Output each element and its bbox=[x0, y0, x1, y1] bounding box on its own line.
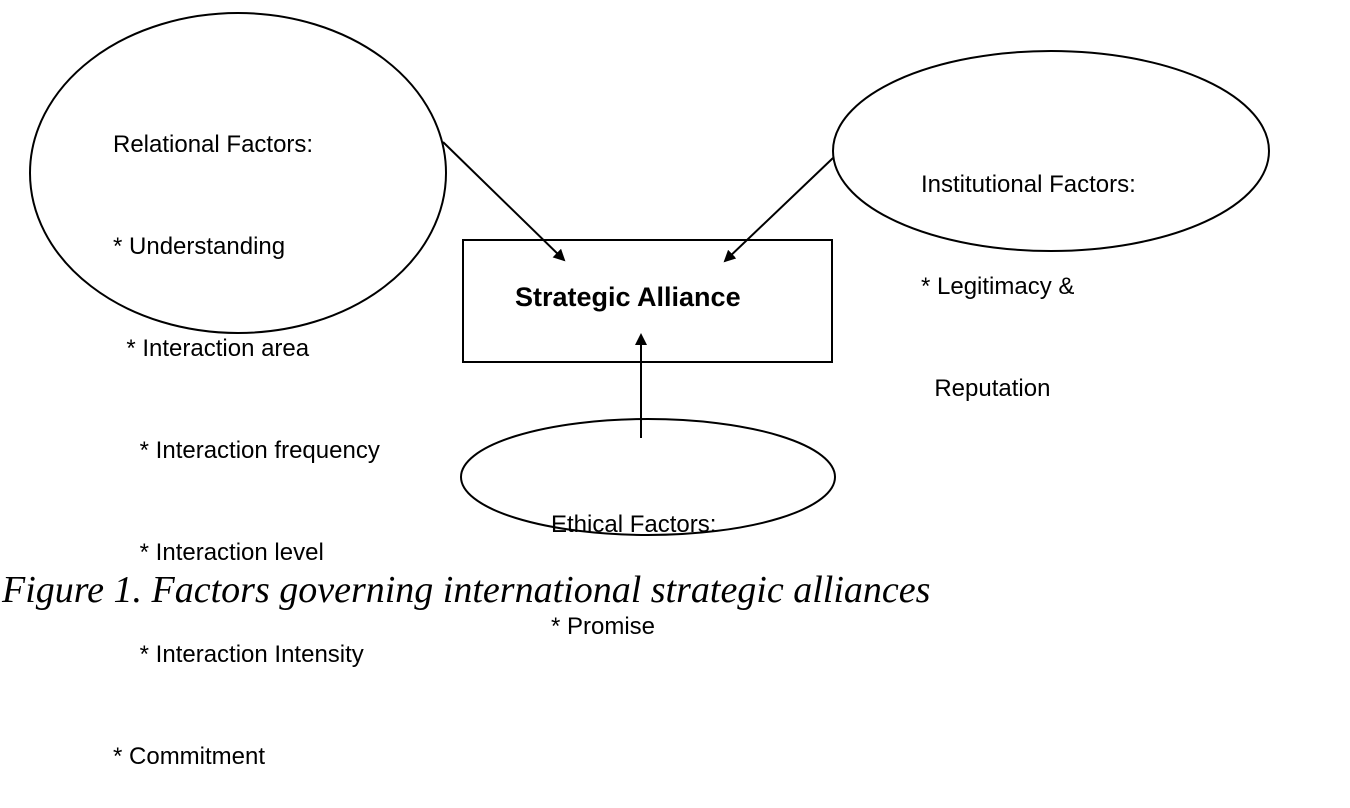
relational-item-commitment: * Commitment bbox=[113, 743, 266, 770]
relational-item-interaction-level: * Interaction level bbox=[113, 539, 324, 566]
diagram-canvas bbox=[29, 12, 1270, 536]
institutional-factors-title: Institutional Factors: bbox=[921, 171, 1136, 198]
ethical-item-promise: * Promise bbox=[551, 613, 656, 640]
strategic-alliance-box bbox=[462, 239, 833, 363]
relational-item-interaction-area: * Interaction area bbox=[113, 335, 310, 362]
relational-item-understanding: * Understanding bbox=[113, 233, 286, 260]
relational-item-interaction-frequency: * Interaction frequency bbox=[113, 437, 380, 464]
institutional-factors-text: Institutional Factors: * Legitimacy & Re… bbox=[921, 100, 1136, 440]
strategic-alliance-label: Strategic Alliance bbox=[515, 282, 741, 312]
relational-factors-ellipse bbox=[29, 12, 447, 334]
figure-caption: Figure 1. Factors governing internationa… bbox=[2, 569, 931, 611]
institutional-to-alliance-arrow bbox=[723, 157, 834, 263]
ethical-factors-ellipse bbox=[460, 418, 836, 536]
relational-factors-title: Relational Factors: bbox=[113, 131, 314, 158]
relational-item-interaction-intensity: * Interaction Intensity bbox=[113, 641, 364, 668]
institutional-item-reputation: Reputation bbox=[921, 375, 1051, 402]
ethical-factors-title: Ethical Factors: bbox=[551, 511, 717, 538]
institutional-item-legitimacy: * Legitimacy & bbox=[921, 273, 1075, 300]
institutional-factors-ellipse bbox=[832, 50, 1270, 252]
relational-factors-text: Relational Factors: * Understanding * In… bbox=[113, 60, 380, 808]
relational-to-alliance-arrow bbox=[442, 141, 566, 262]
ethical-factors-text: Ethical Factors: * Promise bbox=[551, 440, 716, 678]
